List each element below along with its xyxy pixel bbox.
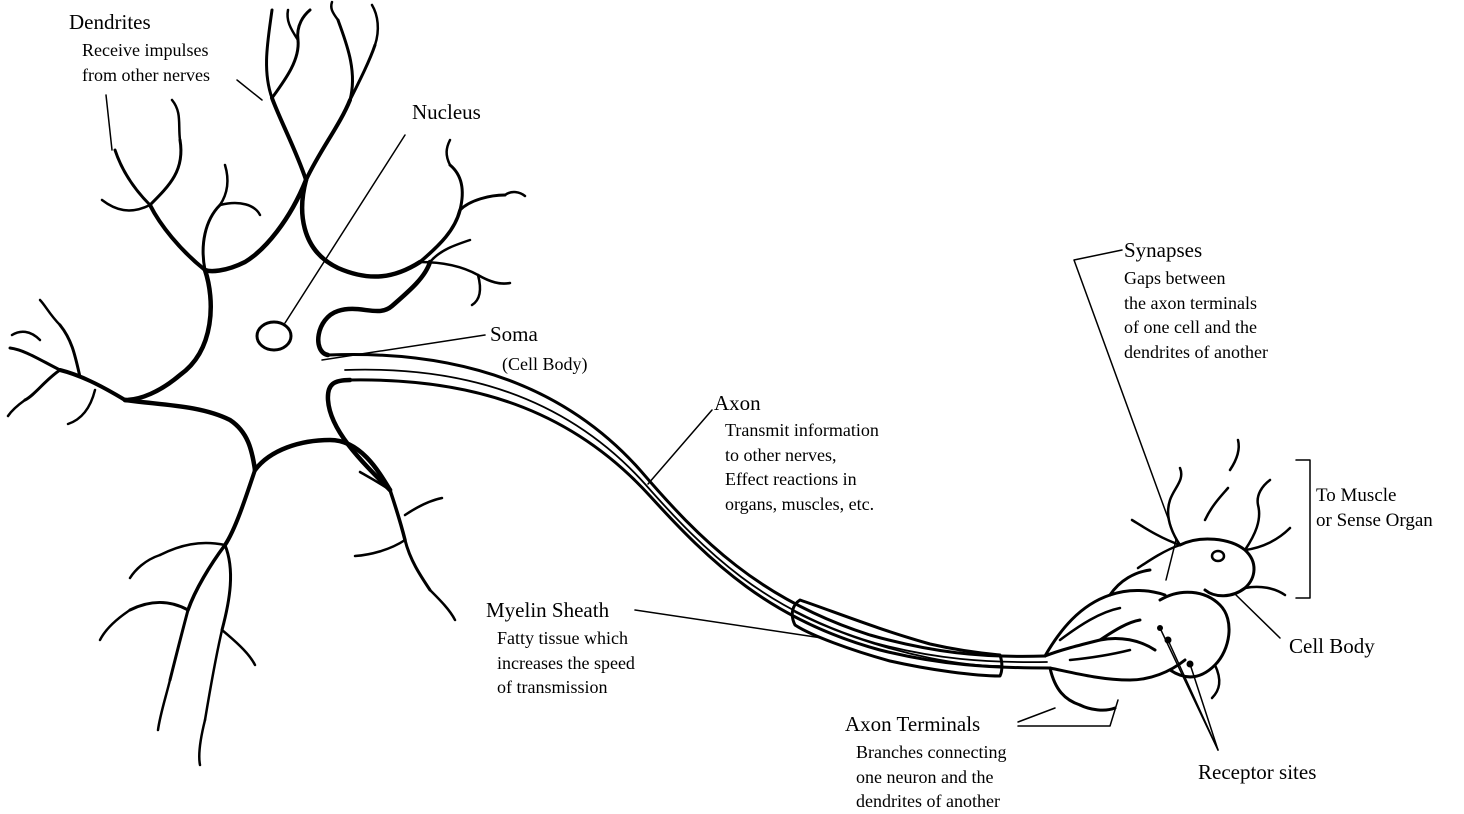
myelin-desc-line-1: Fatty tissue which	[497, 626, 635, 651]
to-muscle-line-2: or Sense Organ	[1316, 509, 1433, 534]
synapses-label: Synapses	[1124, 240, 1202, 261]
axon-desc-line-1: Transmit information	[725, 418, 879, 443]
dendrites-title: Dendrites	[69, 12, 151, 33]
axon-terminals-desc-line-2: one neuron and the	[856, 765, 1006, 790]
soma-label: Soma	[490, 324, 538, 345]
soma-outline	[125, 180, 430, 490]
axon-label: Axon	[714, 393, 761, 414]
to-muscle-label: To Muscle or Sense Organ	[1316, 484, 1433, 533]
leader-axon-terminals-2	[1018, 700, 1118, 726]
leader-cell-body	[1236, 595, 1280, 638]
synapses-description: Gaps between the axon terminals of one c…	[1124, 266, 1268, 364]
dendrites-description: Receive impulses from other nerves	[82, 38, 210, 87]
myelin-sheath-label: Myelin Sheath	[486, 600, 609, 621]
synapses-desc-line-2: the axon terminals	[1124, 291, 1268, 316]
leader-dendrites-2	[237, 80, 262, 100]
myelin-description: Fatty tissue which increases the speed o…	[497, 626, 635, 700]
axon-desc-line-4: organs, muscles, etc.	[725, 492, 879, 517]
axon-shaft	[328, 354, 1050, 668]
leader-axon-terminals	[1018, 708, 1055, 722]
axon-terminals-desc-line-1: Branches connecting	[856, 740, 1006, 765]
target-cell	[1132, 440, 1290, 698]
myelin-desc-line-2: increases the speed	[497, 651, 635, 676]
target-nucleus	[1212, 551, 1224, 561]
to-muscle-bracket	[1296, 460, 1310, 598]
axon-terminals-desc-line-3: dendrites of another	[856, 789, 1006, 814]
myelin-desc-line-3: of transmission	[497, 675, 635, 700]
synapses-desc-line-3: of one cell and the	[1124, 315, 1268, 340]
myelin-sheath	[792, 600, 1002, 676]
axon-desc-line-3: Effect reactions in	[725, 467, 879, 492]
receptor-sites-label: Receptor sites	[1198, 762, 1316, 783]
leader-receptor-2	[1190, 664, 1218, 750]
axon-terminals-description: Branches connecting one neuron and the d…	[856, 740, 1006, 814]
leader-dendrites	[106, 95, 112, 150]
dendrites-desc-line-2: from other nerves	[82, 63, 210, 88]
nucleus-label: Nucleus	[412, 102, 481, 123]
axon-terminals	[1045, 570, 1185, 710]
axon-terminals-label: Axon Terminals	[845, 714, 980, 735]
axon-description: Transmit information to other nerves, Ef…	[725, 418, 879, 516]
leader-receptor-3	[1160, 628, 1218, 750]
dendrites-desc-line-1: Receive impulses	[82, 38, 210, 63]
leader-axon	[648, 410, 712, 484]
nucleus-ellipse	[257, 322, 291, 350]
synapses-desc-line-4: dendrites of another	[1124, 340, 1268, 365]
soma-subtitle: (Cell Body)	[502, 355, 588, 373]
cell-body-label: Cell Body	[1289, 636, 1375, 657]
synapses-desc-line-1: Gaps between	[1124, 266, 1268, 291]
axon-desc-line-2: to other nerves,	[725, 443, 879, 468]
to-muscle-line-1: To Muscle	[1316, 484, 1433, 509]
leader-synapses-2	[1166, 540, 1176, 580]
